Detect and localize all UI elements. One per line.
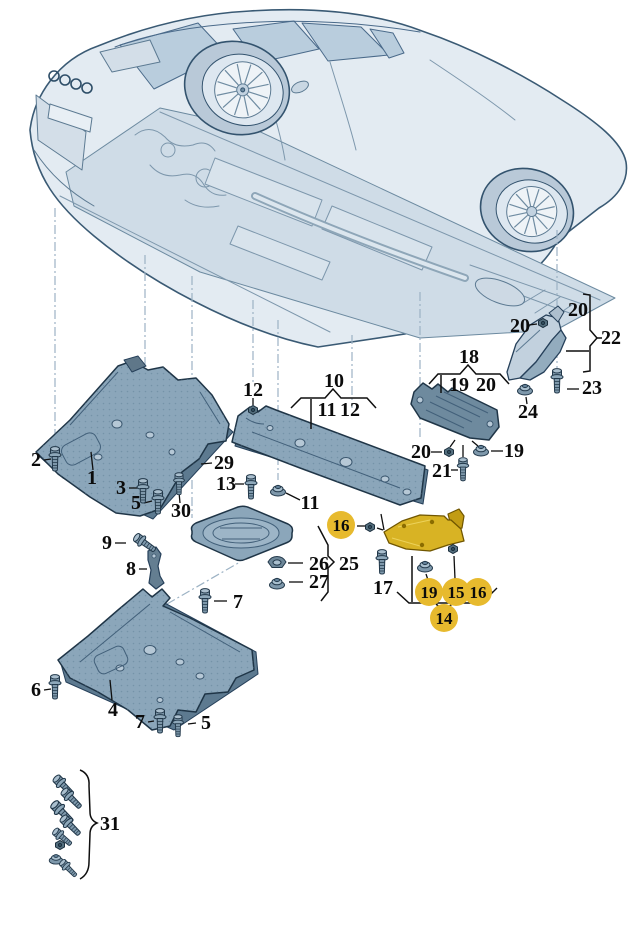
callout-brackets xyxy=(79,293,602,880)
callout-29[interactable]: 29 xyxy=(214,452,234,474)
callout-5-front[interactable]: 5 xyxy=(131,492,141,514)
nut-12 xyxy=(248,405,258,415)
callout-23[interactable]: 23 xyxy=(582,377,602,399)
callout-11-grommet[interactable]: 11 xyxy=(300,492,320,514)
callout-8[interactable]: 8 xyxy=(126,558,136,580)
label-connectors xyxy=(43,323,579,725)
audi-rings-icon xyxy=(48,70,93,94)
callout-7-lower[interactable]: 7 xyxy=(135,711,145,733)
grommet-24 xyxy=(517,383,533,396)
parts xyxy=(35,305,567,731)
callout-11-group[interactable]: 11 xyxy=(317,399,337,421)
callout-22[interactable]: 22 xyxy=(601,327,621,349)
callout-31[interactable]: 31 xyxy=(100,813,120,835)
rear-wheel xyxy=(479,167,575,253)
screw-17 xyxy=(375,549,389,575)
screw-23 xyxy=(550,368,564,394)
callout-27[interactable]: 27 xyxy=(309,571,329,593)
clip-15 xyxy=(448,544,458,554)
callout-3[interactable]: 3 xyxy=(116,477,126,499)
nut-16-left xyxy=(365,522,375,532)
callout-20-top[interactable]: 20 xyxy=(510,315,530,337)
callout-20-group[interactable]: 20 xyxy=(476,374,496,396)
screw-21 xyxy=(456,457,470,482)
callout-10[interactable]: 10 xyxy=(324,370,344,392)
nut-20-top xyxy=(538,318,548,328)
callout-18[interactable]: 18 xyxy=(459,346,479,368)
front-wheel xyxy=(183,40,291,136)
vehicle-illustration xyxy=(29,8,628,348)
callout-5-rear[interactable]: 5 xyxy=(201,712,211,734)
grommet-27 xyxy=(269,577,285,590)
part-8-stay xyxy=(147,546,165,590)
grommet-19-highlight-target xyxy=(417,560,433,573)
callout-16-highlight-right[interactable]: 16 xyxy=(464,578,492,606)
part-10-mid-underbody-panel xyxy=(231,405,429,506)
callout-30[interactable]: 30 xyxy=(171,500,191,522)
screw-9 xyxy=(130,530,159,556)
part-25-access-cover xyxy=(190,505,294,562)
callout-12-clip[interactable]: 12 xyxy=(243,379,263,401)
callout-9[interactable]: 9 xyxy=(102,532,112,554)
grommet-11 xyxy=(270,484,286,497)
callout-7-upper[interactable]: 7 xyxy=(233,591,243,613)
callout-16-highlight-left[interactable]: 16 xyxy=(327,511,355,539)
grommet-19-right xyxy=(473,444,489,457)
part-18-bracket xyxy=(410,382,500,441)
fastener-kit-31 xyxy=(47,772,86,880)
callout-6[interactable]: 6 xyxy=(31,679,41,701)
callout-13[interactable]: 13 xyxy=(216,473,236,495)
screw-7-upper xyxy=(198,588,212,614)
screw-6 xyxy=(48,674,62,700)
callout-26[interactable]: 26 xyxy=(309,553,329,575)
expanding-nut-26 xyxy=(267,556,287,568)
callout-17[interactable]: 17 xyxy=(373,577,393,599)
callout-4[interactable]: 4 xyxy=(108,699,118,721)
part-4-rear-underbody-panel xyxy=(57,588,259,731)
callout-1[interactable]: 1 xyxy=(87,467,97,489)
nut-20-left xyxy=(444,447,454,457)
callout-19-grommet[interactable]: 19 xyxy=(504,440,524,462)
part-14-highlighted-plate xyxy=(383,508,465,552)
callout-19-highlight[interactable]: 19 xyxy=(415,578,443,606)
callout-12-group[interactable]: 12 xyxy=(340,399,360,421)
callout-2[interactable]: 2 xyxy=(31,449,41,471)
callout-25[interactable]: 25 xyxy=(339,553,359,575)
callout-20-nut[interactable]: 20 xyxy=(411,441,431,463)
callout-21[interactable]: 21 xyxy=(432,460,452,482)
screw-13 xyxy=(244,474,258,500)
callout-24[interactable]: 24 xyxy=(518,401,538,423)
callout-14-highlight[interactable]: 14 xyxy=(430,604,458,632)
callout-19-group[interactable]: 19 xyxy=(449,374,469,396)
callout-20-bracket[interactable]: 20 xyxy=(568,299,588,321)
part-22-trim-piece xyxy=(506,305,567,381)
